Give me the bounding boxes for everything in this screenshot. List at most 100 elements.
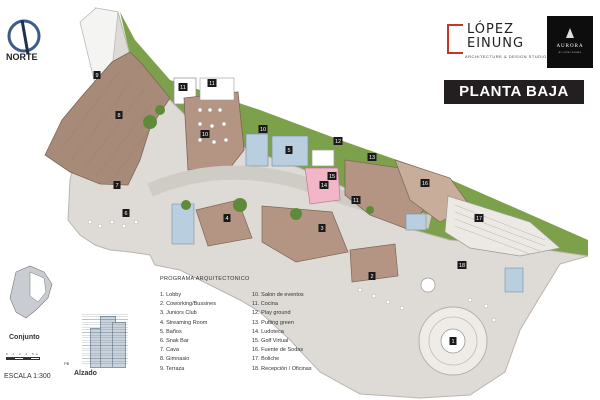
room-label: 7 — [115, 183, 118, 189]
aurora-logo: AURORA BY LÓPEZ EINUNG — [547, 16, 593, 68]
program-item: 15. Golf Virtual — [252, 338, 289, 345]
room-label-bg — [351, 196, 361, 204]
room-label: 18 — [459, 263, 465, 269]
trees — [143, 105, 374, 220]
room-label: 8 — [117, 113, 120, 119]
scale-bar — [6, 357, 40, 360]
program-item: 10. Salon de eventos — [252, 292, 304, 298]
lopez-einung-logo: LÓPEZ EINUNG ARCHITECTURE & DESIGN STUDI… — [447, 22, 546, 62]
program-item: 13. Putting green — [252, 319, 294, 326]
aurora-name: AURORA — [556, 44, 584, 49]
room-label-bg — [333, 137, 343, 145]
room-label-bg — [319, 181, 329, 189]
brand-subtitle: ARCHITECTURE & DESIGN STUDIO — [465, 54, 547, 59]
room-label-bg — [318, 224, 326, 232]
room-label-bg — [285, 146, 293, 154]
program-item: 11. Cocina — [252, 301, 278, 308]
room-label: 11 — [180, 85, 186, 91]
room-label-bg — [200, 130, 210, 138]
program-item: 2. Coworking/Bussines — [160, 301, 216, 308]
event-hall-a — [183, 91, 245, 171]
brand-mark-icon — [447, 24, 463, 54]
program-item: 8. Gimnasio — [160, 356, 190, 363]
room-label-bg — [93, 71, 101, 79]
room-label: 15 — [329, 174, 335, 180]
room-label: 16 — [422, 181, 428, 187]
juniors-club — [261, 205, 349, 263]
program-item: 1. Lobby — [160, 292, 182, 298]
kitchen-b — [199, 77, 235, 101]
room-label-bg — [449, 337, 457, 345]
program-item: 9. Terraza — [160, 365, 185, 372]
room-label: 13 — [369, 155, 375, 161]
room-label: 11 — [209, 81, 215, 87]
pb-label: PB — [64, 361, 70, 366]
program-item: 3. Juniors Club — [160, 310, 197, 317]
program-item: 6. Snak Bar — [160, 338, 189, 345]
north-arrow — [4, 16, 44, 61]
tables — [87, 107, 497, 323]
site-key-plan — [9, 265, 53, 319]
coworking-area — [349, 243, 399, 283]
program-item: 14. Ludoteca — [252, 328, 284, 335]
program-item: 16. Fuente de Sodas — [252, 347, 304, 354]
bathrooms-a — [245, 133, 269, 167]
program-item: 4. Streaming Room — [160, 319, 208, 326]
program-item: 12. Play ground — [252, 310, 291, 317]
room-label-bg — [327, 172, 337, 180]
room-label: 6 — [124, 211, 127, 217]
room-label: 11 — [353, 198, 359, 204]
conjunto-label: Conjunto — [9, 334, 40, 341]
brand-line-1: LÓPEZ — [467, 22, 514, 37]
room-label: 4 — [225, 216, 228, 222]
program-column-1: 1. Lobby 2. Coworking/Bussines 3. Juniors … — [160, 291, 252, 374]
room-label-bg — [113, 181, 121, 189]
program-item: 7. Cava — [160, 347, 179, 354]
room-label-bg — [258, 125, 268, 133]
brand-line-2: EINUNG — [467, 36, 525, 51]
alzado-label: Alzado — [74, 370, 97, 377]
aurora-mark-icon — [566, 28, 574, 38]
scale-label: ESCALA 1:300 — [4, 373, 51, 380]
grass-area — [120, 12, 588, 256]
scale-ticks: 0 1 2 4 6m — [6, 352, 41, 356]
room-label-bg — [368, 272, 376, 280]
room-label: 12 — [335, 139, 341, 145]
west-strip — [79, 7, 119, 85]
gym-area — [44, 51, 171, 186]
room-label: 10 — [260, 127, 266, 133]
room-label: 3 — [320, 226, 323, 232]
room-label-bg — [178, 83, 188, 91]
program-item: 17. Boliche — [252, 356, 280, 363]
room-label: 17 — [476, 216, 482, 222]
room-label-bg — [207, 79, 217, 87]
room-label-bg — [115, 111, 123, 119]
room-label: 10 — [202, 132, 208, 138]
program-item: 5. Baños — [160, 328, 182, 335]
reception-block — [504, 267, 524, 293]
room-label: 1 — [451, 339, 454, 345]
program-title: PROGRAMA ARQUITECTONICO — [160, 276, 250, 282]
north-arrow-icon — [7, 19, 41, 55]
room-label-bg — [457, 261, 467, 269]
room-label-bg — [122, 209, 130, 217]
room-label: 9 — [95, 73, 98, 79]
lobby-desk — [405, 213, 427, 231]
playground — [311, 149, 335, 167]
page-title-banner: PLANTA BAJA — [444, 80, 584, 104]
room-label: 2 — [370, 274, 373, 280]
room-label-bg — [420, 179, 430, 187]
room-label: 5 — [287, 148, 290, 154]
room-label: 14 — [321, 183, 327, 189]
elevation-drawing — [82, 314, 128, 368]
program-item: 18. Recepción / Oficinas — [252, 365, 312, 372]
aurora-subtitle: BY LÓPEZ EINUNG — [558, 52, 582, 54]
program-legend: PROGRAMA ARQUITECTONICO 1. Lobby 2. Cowor… — [160, 276, 360, 374]
snack-bar-block — [171, 203, 195, 245]
room-label-bg — [367, 153, 377, 161]
room-label-bg — [474, 214, 484, 222]
program-column-2: 10. Salon de eventos 11. Cocina 12. Play g… — [252, 291, 344, 374]
room-label-bg — [223, 214, 231, 222]
north-label: NORTE — [6, 52, 38, 62]
